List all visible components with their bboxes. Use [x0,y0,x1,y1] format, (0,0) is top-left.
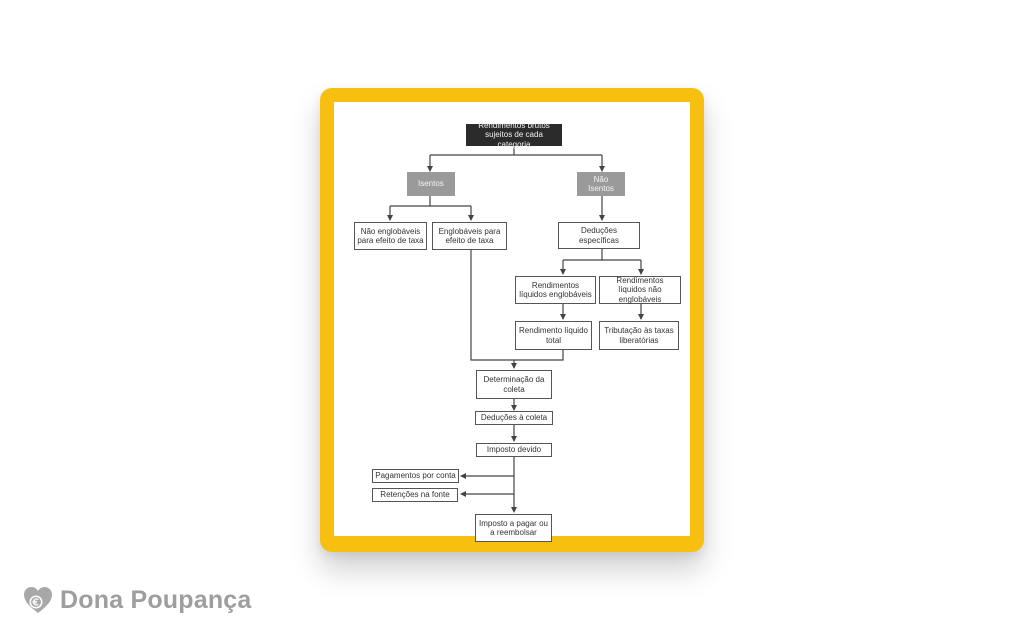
edge-englobaveis-down [470,250,514,361]
node-tributacao-taxas-liberatorias: Tributação às taxas liberatórias [599,321,679,350]
brand-logo: Dona Poupança [22,584,252,616]
node-rendimentos-liquidos-nao-englobaveis: Rendimentos líquidos não englobáveis [599,276,681,304]
node-imposto-a-pagar: Imposto a pagar ou a reembolsar [475,514,552,542]
heart-coin-icon [22,585,54,615]
node-rendimentos-liquidos-englobaveis: Rendimentos líquidos englobáveis [515,276,596,304]
node-rendimentos-brutos: Rendimentos brutos sujeitos de cada cate… [466,121,562,149]
node-deducoes-coleta: Deduções à coleta [475,411,553,425]
brand-name: Dona Poupança [60,585,252,614]
diagram-edges [387,146,644,513]
node-determinacao-coleta: Determinação da coleta [476,370,552,399]
node-nao-englobaveis: Não englobáveis para efeito de taxa [354,222,427,250]
node-pagamentos-por-conta: Pagamentos por conta [372,469,459,483]
node-deducoes-especificas: Deduções específicas [558,222,640,249]
edge-rend-total-down [514,350,564,361]
node-rendimento-liquido-total: Rendimento líquido total [515,321,592,350]
node-nao-isentos: Não Isentos [577,172,625,196]
diagram-card: Rendimentos brutos sujeitos de cada cate… [320,88,704,552]
diagram-canvas: Rendimentos brutos sujeitos de cada cate… [334,102,690,542]
node-retencoes-na-fonte: Retenções na fonte [372,488,458,502]
node-imposto-devido: Imposto devido [476,443,552,457]
node-englobaveis: Englobáveis para efeito de taxa [432,222,507,250]
node-isentos: Isentos [407,172,455,196]
